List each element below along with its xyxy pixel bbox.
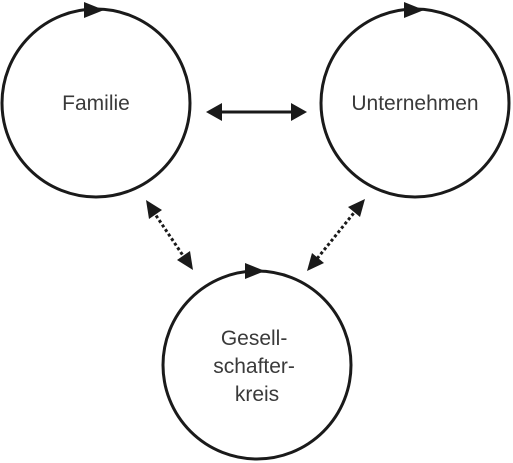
arrowhead-icon [307, 253, 324, 271]
node-gesellschafterkreis: Gesell- schafter- kreis [161, 263, 353, 461]
link-familie-gesellschafterkreis [146, 200, 193, 270]
node-label-line: schafter- [213, 355, 295, 378]
triangle-right-icon [404, 2, 424, 18]
triangle-right-icon [245, 263, 265, 279]
triangle-right-icon [84, 2, 104, 18]
node-label-line: Unternehmen [351, 92, 478, 115]
arrowhead-icon [146, 200, 162, 219]
link-line [314, 208, 359, 261]
node-label: Familie [62, 92, 130, 115]
node-label: Gesell- schafter- kreis [213, 327, 301, 406]
node-label: Unternehmen [351, 92, 478, 115]
node-label-line: Familie [62, 92, 130, 115]
link-familie-unternehmen [206, 103, 307, 121]
link-unternehmen-gesellschafterkreis [307, 199, 365, 271]
arrowhead-icon [177, 251, 193, 270]
node-familie: Familie [0, 2, 192, 199]
node-label-line: kreis [235, 383, 279, 406]
node-label-line: Gesell- [221, 327, 288, 350]
arrowhead-icon [291, 103, 307, 121]
arrowhead-icon [348, 199, 365, 217]
link-line [151, 210, 188, 261]
node-unternehmen: Unternehmen [319, 2, 511, 199]
arrowhead-icon [206, 103, 222, 121]
